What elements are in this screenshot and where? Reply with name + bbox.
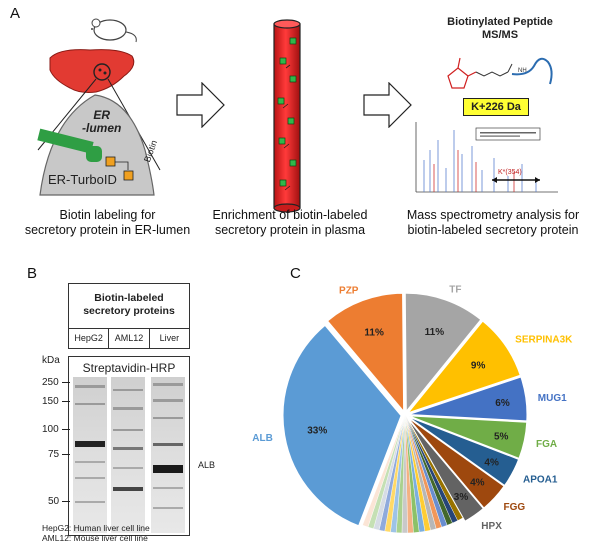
arrow-right-icon — [176, 82, 225, 128]
pie-pct-label-fga: 5% — [494, 432, 509, 443]
pie-pct-label-apoa1: 4% — [484, 458, 499, 469]
blot-header-box: Biotin-labeled secretory proteins — [68, 283, 190, 329]
western-blot: Streptavidin-HRP — [68, 356, 190, 536]
pie-name-label-fga: FGA — [536, 439, 557, 450]
pie-slice-serpina3k — [406, 320, 521, 414]
mw-marker-100: 100 — [42, 424, 70, 435]
liver-icon — [49, 49, 135, 93]
pie-pct-label-pzp: 11% — [364, 328, 384, 339]
pie-slice-fgg — [407, 417, 505, 509]
ms-spectrum — [415, 122, 558, 193]
turboid-icon — [37, 128, 94, 154]
lane-label-hepg2: HepG2 — [69, 329, 110, 348]
pie-name-label-tf: TF — [449, 285, 461, 296]
biotinylated-peptide-structure: NH — [447, 57, 553, 89]
pie-slice-tf — [404, 292, 482, 413]
pie-name-label-mug1: MUG1 — [538, 393, 567, 404]
lane-label-liver: Liver — [159, 333, 180, 343]
turboid-label: ER-TurboID — [48, 172, 117, 187]
enrichment-tube — [273, 19, 301, 213]
pie-slice-alb — [282, 324, 402, 527]
er-label: ER -lumen — [82, 108, 122, 135]
mouse-icon — [91, 18, 137, 43]
blot-image — [73, 377, 185, 533]
spectrum-annotation: K*(354) — [498, 169, 522, 176]
ms-title: Biotinylated Peptide MS/MS — [447, 16, 553, 41]
pie-pct-label-alb: 33% — [307, 426, 327, 437]
caption-enrichment: Enrichment of biotin-labeled secretory p… — [212, 208, 368, 237]
mw-marker-150: 150 — [42, 396, 70, 407]
alb-band-label: ALB — [198, 460, 216, 470]
pie-name-label-alb: ALB — [252, 433, 273, 444]
kda-label: kDa — [42, 355, 60, 366]
panel-a-letter: A — [10, 5, 21, 22]
pie-name-label-apoa1: APOA1 — [523, 475, 558, 486]
pie-slice-mug1 — [408, 376, 528, 422]
caption-biotin-labeling: Biotin labeling for secretory protein in… — [24, 208, 191, 237]
pie-pct-label-fgg: 4% — [470, 478, 485, 489]
pie-pct-label-serpina3k: 9% — [471, 360, 486, 371]
pie-slice-apoa1 — [408, 416, 520, 487]
cell-line-legend: HepG2: Human liver cell line AML12: Mous… — [42, 523, 150, 543]
mw-marker-75: 75 — [48, 449, 71, 460]
pie-pct-label-tf: 11% — [425, 327, 445, 338]
pie-slice-fga — [408, 415, 528, 459]
mass-shift-badge: K+226 Da — [463, 98, 529, 116]
pie-name-label-serpina3k: SERPINA3K — [515, 335, 573, 346]
lane-labels: HepG2 AML12 Liver — [68, 329, 190, 349]
arrow-right-icon — [363, 82, 412, 128]
pie-name-label-pzp: PZP — [339, 285, 359, 296]
mw-marker-250: 250 — [42, 377, 70, 388]
panel-c-letter: C — [290, 265, 301, 282]
pie-name-label-fgg: FGG — [503, 502, 525, 513]
pie-slice-hpx — [406, 417, 484, 522]
svg-text:NH: NH — [518, 68, 527, 74]
blot-title: Streptavidin-HRP — [82, 361, 176, 375]
mw-marker-50: 50 — [48, 496, 71, 507]
pie-name-label-hpx: HPX — [481, 521, 502, 532]
pie-pct-label-hpx: 3% — [454, 492, 469, 503]
lane-label-aml12: AML12 — [109, 329, 150, 348]
pie-slice-pzp — [326, 292, 405, 413]
caption-mass-spec: Mass spectrometry analysis for biotin-la… — [406, 208, 580, 237]
protein-pie-chart: 11% PZP 11% TF 9% SERPINA3K 6% MUG1 5% FGA 4% APOA1… — [252, 285, 573, 534]
pie-pct-label-mug1: 6% — [495, 398, 510, 409]
panel-b-letter: B — [27, 265, 38, 282]
pie-slice-other — [362, 414, 406, 528]
er-labeling-schematic — [37, 18, 161, 196]
